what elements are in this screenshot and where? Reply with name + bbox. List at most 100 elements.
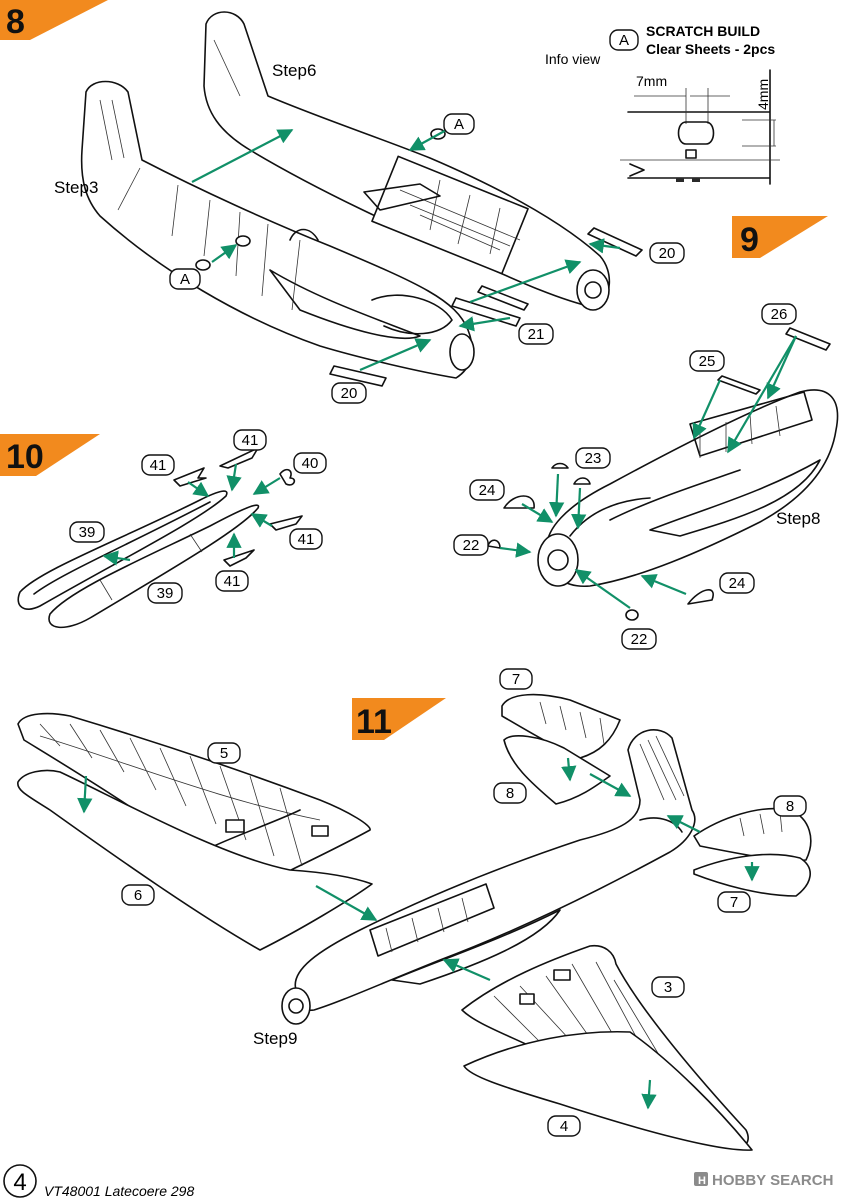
svg-text:20: 20 [341, 385, 358, 402]
wing-left-lower-6 [17, 769, 373, 951]
scratch-title: SCRATCH BUILD [646, 23, 760, 39]
tail-plane-left [501, 693, 621, 805]
svg-text:10: 10 [6, 438, 44, 476]
step-11-arrows [77, 757, 760, 1110]
svg-text:22: 22 [463, 537, 480, 554]
part-badge-25: 25 [689, 350, 725, 372]
part-badge-41-top: 41 [233, 429, 267, 451]
part-24-right [687, 589, 714, 605]
svg-text:H: H [698, 1175, 706, 1187]
svg-text:25: 25 [699, 353, 716, 370]
part-badge-24-right: 24 [719, 572, 755, 594]
part-20-strip [587, 227, 643, 257]
step-number: 8 [6, 3, 25, 41]
svg-text:4: 4 [13, 1169, 26, 1196]
svg-text:26: 26 [771, 306, 788, 323]
fuselage-left-half [80, 80, 475, 379]
svg-text:41: 41 [150, 457, 167, 474]
svg-text:9: 9 [740, 221, 759, 259]
part-41-b [219, 447, 259, 469]
step-11-flag: 11 [352, 698, 446, 741]
part-22-bottom [625, 609, 639, 621]
part-23b [573, 477, 591, 485]
step-flag-icon [0, 434, 100, 476]
step-8-arrows [191, 127, 621, 372]
svg-text:A: A [619, 32, 629, 49]
part-24-left [503, 495, 535, 509]
svg-text:41: 41 [242, 432, 259, 449]
tail-plane-right [693, 807, 812, 897]
svg-text:24: 24 [729, 575, 746, 592]
step-8-flag: 8 [0, 0, 108, 41]
svg-text:39: 39 [157, 585, 174, 602]
fuselage-assembled-step9 [537, 389, 839, 587]
part-20-strip-bottom [329, 365, 387, 387]
part-badge-41-bottom: 41 [215, 570, 249, 592]
dim-width: 7mm [636, 73, 667, 89]
svg-text:23: 23 [585, 450, 602, 467]
part-22-left [487, 539, 501, 549]
part-badge-6: 6 [121, 884, 155, 906]
part-41-d [223, 549, 255, 567]
step-9-flag: 9 [732, 216, 828, 259]
svg-text:21: 21 [528, 326, 545, 343]
part-badge-a-top: A [443, 113, 475, 135]
dim-height: 4mm [755, 79, 771, 110]
part-badge-7-right: 7 [717, 891, 751, 913]
fuselage-step11 [281, 729, 696, 1025]
watermark-logo-icon [694, 1172, 708, 1186]
svg-text:39: 39 [79, 524, 96, 541]
part-badge-20-bottom: 20 [331, 382, 367, 404]
svg-text:A: A [454, 116, 464, 133]
svg-text:11: 11 [356, 703, 392, 741]
wing-right-lower-4 [463, 1030, 753, 1151]
kit-title: VT48001 Latecoere 298 [44, 1183, 194, 1199]
watermark: H HOBBY SEARCH [694, 1172, 833, 1189]
svg-text:40: 40 [302, 455, 319, 472]
fuselage-right-half [203, 11, 611, 311]
part-40 [279, 468, 296, 486]
part-badge-40: 40 [293, 452, 327, 474]
step-label-8: Step8 [776, 509, 820, 528]
step-label-6: Step6 [272, 61, 316, 80]
part-badge-a-left: A [169, 268, 201, 290]
part-badge-24-left: 24 [469, 479, 505, 501]
svg-text:41: 41 [224, 573, 241, 590]
svg-text:7: 7 [512, 671, 520, 688]
part-23a [551, 462, 569, 469]
part-badge-8-right: 8 [773, 795, 807, 817]
part-badge-5: 5 [207, 742, 241, 764]
part-41-a [173, 467, 207, 487]
svg-text:8: 8 [786, 798, 794, 815]
part-badge-20-right: 20 [649, 242, 685, 264]
part-badge-26: 26 [761, 303, 797, 325]
step-flag-icon [732, 216, 828, 258]
part-badge-22-bottom: 22 [621, 628, 657, 650]
float-parts-39 [17, 490, 260, 629]
step-9-arrows [499, 335, 798, 609]
step-label-3: Step3 [54, 178, 98, 197]
svg-text:22: 22 [631, 631, 648, 648]
step-10-flag: 10 [0, 434, 100, 476]
svg-text:7: 7 [730, 894, 738, 911]
part-badge-4: 4 [547, 1115, 581, 1137]
scratch-badge-a: A [609, 29, 639, 51]
svg-text:41: 41 [298, 531, 315, 548]
scratch-build-info: A SCRATCH BUILD Clear Sheets - 2pcs Info… [545, 23, 780, 185]
step-flag-icon [352, 698, 446, 740]
part-badge-7-top: 7 [499, 668, 533, 690]
svg-text:A: A [180, 271, 190, 288]
scratch-subtitle: Clear Sheets - 2pcs [646, 41, 775, 57]
part-badge-22-left: 22 [453, 534, 489, 556]
part-badge-39-bottom: 39 [147, 582, 183, 604]
svg-text:5: 5 [220, 745, 228, 762]
part-badge-8-left: 8 [493, 782, 527, 804]
svg-text:8: 8 [506, 785, 514, 802]
step-flag-icon [0, 0, 108, 40]
svg-text:HOBBY SEARCH: HOBBY SEARCH [712, 1172, 833, 1189]
step-10-arrows [102, 463, 281, 566]
part-41-c [269, 515, 303, 531]
svg-text:3: 3 [664, 979, 672, 996]
part-badge-41-right: 41 [289, 528, 323, 550]
svg-text:20: 20 [659, 245, 676, 262]
